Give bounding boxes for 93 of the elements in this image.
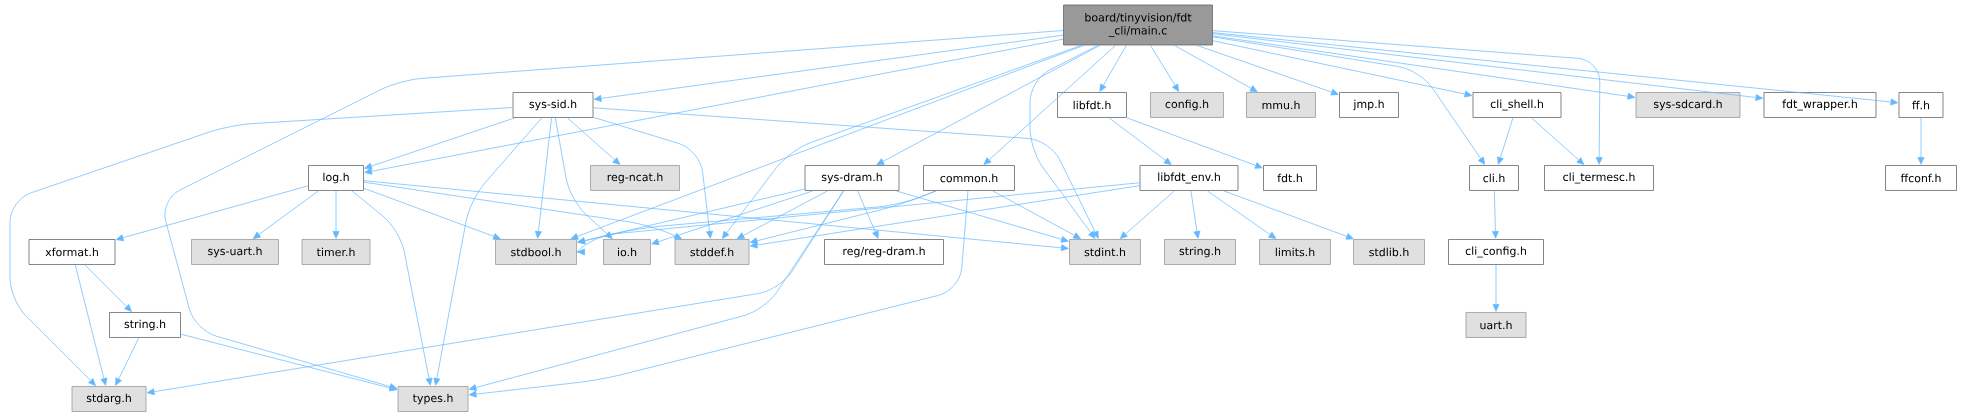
arrow bbox=[983, 45, 1116, 165]
file-box: mmu.h bbox=[1246, 92, 1316, 118]
arrow bbox=[1207, 190, 1277, 239]
file-box: fdt.h bbox=[1263, 165, 1317, 191]
arrow bbox=[1212, 30, 1603, 165]
arrow bbox=[363, 181, 682, 240]
file-box: sys-uart.h bbox=[191, 239, 279, 265]
arrow bbox=[593, 34, 1064, 102]
arrow bbox=[1531, 117, 1585, 165]
arrow bbox=[1212, 40, 1473, 98]
file-box: log.h bbox=[308, 165, 364, 191]
arrow bbox=[363, 180, 1069, 252]
arrow bbox=[555, 117, 613, 239]
arrow bbox=[253, 190, 319, 239]
arrow bbox=[1029, 45, 1099, 239]
file-box: libfdt.h bbox=[1057, 92, 1127, 118]
file-box: libfdt_env.h bbox=[1139, 165, 1239, 191]
arrow bbox=[593, 117, 713, 239]
file-box: jmp.h bbox=[1339, 92, 1399, 118]
arrow bbox=[876, 45, 1101, 166]
arrow bbox=[651, 190, 814, 245]
arrow bbox=[468, 190, 844, 391]
file-box: board/tinyvision/fdt _cli/main.c bbox=[1063, 4, 1213, 46]
arrow bbox=[1099, 45, 1127, 92]
arrow bbox=[1492, 264, 1500, 312]
arrow bbox=[1492, 190, 1499, 239]
arrow bbox=[567, 117, 621, 165]
arrow bbox=[351, 190, 433, 386]
file-box: sys-sdcard.h bbox=[1635, 92, 1741, 118]
file-box: io.h bbox=[603, 239, 651, 265]
file-box: config.h bbox=[1150, 92, 1224, 118]
file-box: sys-sid.h bbox=[512, 92, 594, 118]
arrow bbox=[332, 190, 340, 239]
arrow bbox=[1174, 45, 1258, 92]
arrow bbox=[115, 185, 309, 242]
arrow bbox=[1150, 45, 1179, 92]
arrow bbox=[363, 187, 501, 240]
file-box: ff.h bbox=[1898, 92, 1944, 118]
arrow bbox=[164, 30, 1064, 390]
file-box: sys-dram.h bbox=[804, 165, 900, 191]
arrow bbox=[1212, 35, 1636, 100]
arrow bbox=[593, 107, 1099, 239]
arrow bbox=[74, 264, 108, 386]
arrow bbox=[468, 190, 969, 398]
file-box: cli_shell.h bbox=[1472, 92, 1562, 118]
arrow bbox=[576, 182, 1140, 256]
file-box: cli_termesc.h bbox=[1544, 165, 1654, 191]
file-box: cli_config.h bbox=[1448, 239, 1544, 265]
file-box: string.h bbox=[109, 312, 181, 338]
file-box: limits.h bbox=[1259, 239, 1331, 265]
arrow bbox=[736, 190, 828, 240]
file-box: stdarg.h bbox=[71, 386, 147, 412]
arrow bbox=[895, 190, 1069, 243]
file-box: string.h bbox=[1164, 239, 1236, 265]
arrow bbox=[1190, 190, 1201, 239]
arrow bbox=[364, 38, 1064, 175]
file-box: stdbool.h bbox=[495, 239, 577, 265]
arrow bbox=[992, 190, 1081, 240]
arrow bbox=[1212, 33, 1764, 101]
arrow bbox=[749, 185, 1140, 249]
arrow bbox=[180, 333, 398, 392]
arrow bbox=[857, 190, 879, 239]
file-box: ffconf.h bbox=[1885, 165, 1957, 191]
file-box: stdint.h bbox=[1069, 239, 1141, 265]
arrow bbox=[570, 45, 1085, 240]
arrow bbox=[84, 264, 132, 312]
arrow bbox=[364, 117, 516, 170]
file-box: common.h bbox=[923, 165, 1015, 191]
arrow bbox=[1223, 190, 1354, 240]
arrow bbox=[1212, 32, 1899, 106]
arrow bbox=[1126, 117, 1263, 169]
arrow bbox=[1119, 190, 1175, 239]
arrow bbox=[1196, 45, 1339, 96]
file-box: stddef.h bbox=[674, 239, 750, 265]
arrow bbox=[1917, 117, 1925, 165]
arrow bbox=[115, 337, 140, 386]
arrow bbox=[433, 117, 543, 386]
arrow bbox=[1497, 117, 1514, 165]
file-box: reg/reg-dram.h bbox=[824, 239, 944, 265]
arrow bbox=[1212, 36, 1486, 165]
file-box: xformat.h bbox=[28, 239, 116, 265]
file-box: reg-ncat.h bbox=[590, 165, 680, 191]
file-box: stdlib.h bbox=[1353, 239, 1425, 265]
arrow bbox=[722, 45, 1082, 239]
arrow bbox=[1108, 117, 1172, 165]
file-box: timer.h bbox=[301, 239, 371, 265]
file-box: fdt_wrapper.h bbox=[1763, 92, 1877, 118]
arrow bbox=[749, 190, 937, 245]
arrow bbox=[535, 117, 552, 239]
file-box: types.h bbox=[397, 386, 469, 412]
file-box: cli.h bbox=[1469, 165, 1519, 191]
arrow bbox=[9, 107, 513, 386]
file-box: uart.h bbox=[1465, 312, 1527, 338]
